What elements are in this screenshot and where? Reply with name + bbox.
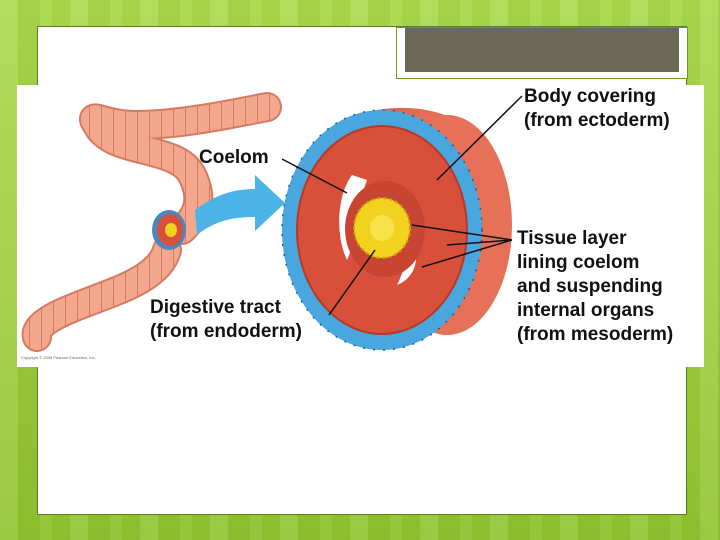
label-coelom: Coelom: [199, 147, 269, 168]
leader-lines: [281, 95, 523, 316]
label-body-covering: Body covering: [524, 86, 656, 107]
title-placeholder[interactable]: [396, 27, 688, 79]
label-tissue-layer-2: lining coelom: [517, 252, 640, 273]
label-digestive-tract-source: (from endoderm): [150, 321, 302, 342]
label-tissue-layer-4: internal organs: [517, 300, 655, 321]
label-tissue-layer: Tissue layer: [517, 228, 627, 249]
label-body-covering-source: (from ectoderm): [524, 110, 670, 131]
coelom-diagram: Coelom Body covering (from ectoderm) Tis…: [17, 85, 704, 367]
diagram-graphic: [21, 92, 523, 352]
zoom-arrow: [195, 175, 285, 235]
label-tissue-layer-3: and suspending: [517, 276, 663, 297]
cross-section: [281, 107, 512, 351]
label-digestive-tract: Digestive tract: [150, 297, 281, 318]
copyright-note: Copyright © 2008 Pearson Education, Inc.: [21, 355, 96, 360]
label-tissue-layer-source: (from mesoderm): [517, 324, 674, 345]
earthworm: [21, 92, 282, 352]
title-bar: [405, 28, 679, 72]
